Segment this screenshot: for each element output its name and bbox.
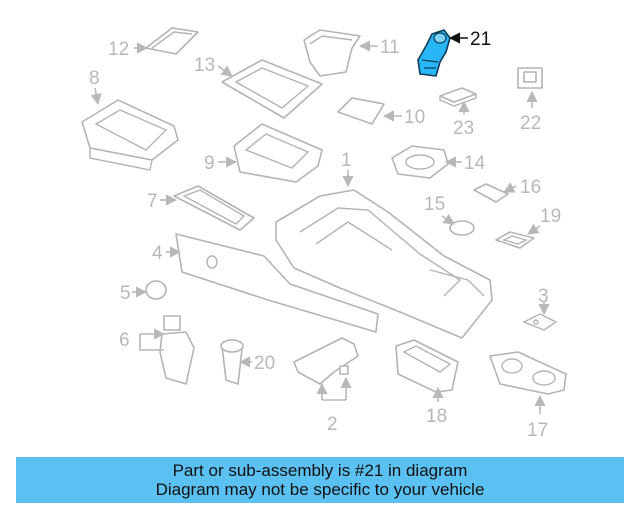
part-14 bbox=[391, 145, 449, 179]
callout-14: 14 bbox=[464, 153, 486, 174]
part-9 bbox=[233, 123, 323, 183]
part-11 bbox=[303, 29, 361, 77]
part-7 bbox=[173, 185, 255, 231]
callout-16: 16 bbox=[520, 177, 541, 198]
banner-line-2: Diagram may not be specific to your vehi… bbox=[155, 480, 485, 499]
part-16 bbox=[473, 183, 509, 203]
callout-1: 1 bbox=[341, 150, 352, 171]
banner-line-1: Part or sub-assembly is #21 in diagram bbox=[172, 461, 468, 480]
callout-8: 8 bbox=[89, 68, 100, 89]
part-18 bbox=[395, 339, 459, 393]
callout-6: 6 bbox=[119, 330, 130, 351]
part-3 bbox=[522, 313, 558, 331]
callout-18: 18 bbox=[426, 406, 447, 427]
part-20 bbox=[220, 339, 244, 385]
part-6 bbox=[159, 315, 195, 385]
callout-9: 9 bbox=[204, 153, 215, 174]
callout-13: 13 bbox=[194, 55, 215, 76]
part-2 bbox=[293, 337, 359, 385]
callout-21: 21 bbox=[470, 29, 491, 50]
parts-diagram: 1 2 3 4 5 6 7 8 9 10 11 12 13 14 15 16 1… bbox=[81, 27, 567, 441]
part-4 bbox=[175, 233, 379, 333]
callout-2: 2 bbox=[327, 414, 338, 435]
part-13 bbox=[221, 59, 323, 119]
part-19 bbox=[495, 231, 535, 249]
part-17 bbox=[489, 351, 567, 395]
callout-23: 23 bbox=[453, 118, 474, 139]
callout-10: 10 bbox=[404, 107, 425, 128]
part-12 bbox=[145, 27, 199, 55]
callout-11: 11 bbox=[380, 37, 400, 58]
callout-3: 3 bbox=[538, 286, 549, 307]
part-15 bbox=[449, 220, 475, 236]
part-21-highlighted[interactable] bbox=[417, 29, 451, 77]
callout-labels: 1 2 3 4 5 6 7 8 9 10 11 12 13 14 15 16 1… bbox=[89, 29, 561, 441]
part-22 bbox=[517, 67, 543, 89]
info-banner: Part or sub-assembly is #21 in diagram D… bbox=[16, 457, 624, 503]
callout-20: 20 bbox=[254, 353, 275, 374]
part-23 bbox=[439, 87, 477, 107]
callout-5: 5 bbox=[120, 283, 131, 304]
part-1 bbox=[275, 189, 493, 339]
callout-7: 7 bbox=[147, 191, 158, 212]
callout-22: 22 bbox=[520, 113, 541, 134]
callout-4: 4 bbox=[152, 243, 163, 264]
callout-12: 12 bbox=[108, 39, 129, 60]
callout-19: 19 bbox=[540, 206, 561, 227]
callout-17: 17 bbox=[527, 420, 548, 441]
part-5 bbox=[145, 280, 167, 300]
part-8 bbox=[81, 99, 179, 171]
part-10 bbox=[337, 97, 385, 125]
callout-15: 15 bbox=[424, 194, 445, 215]
